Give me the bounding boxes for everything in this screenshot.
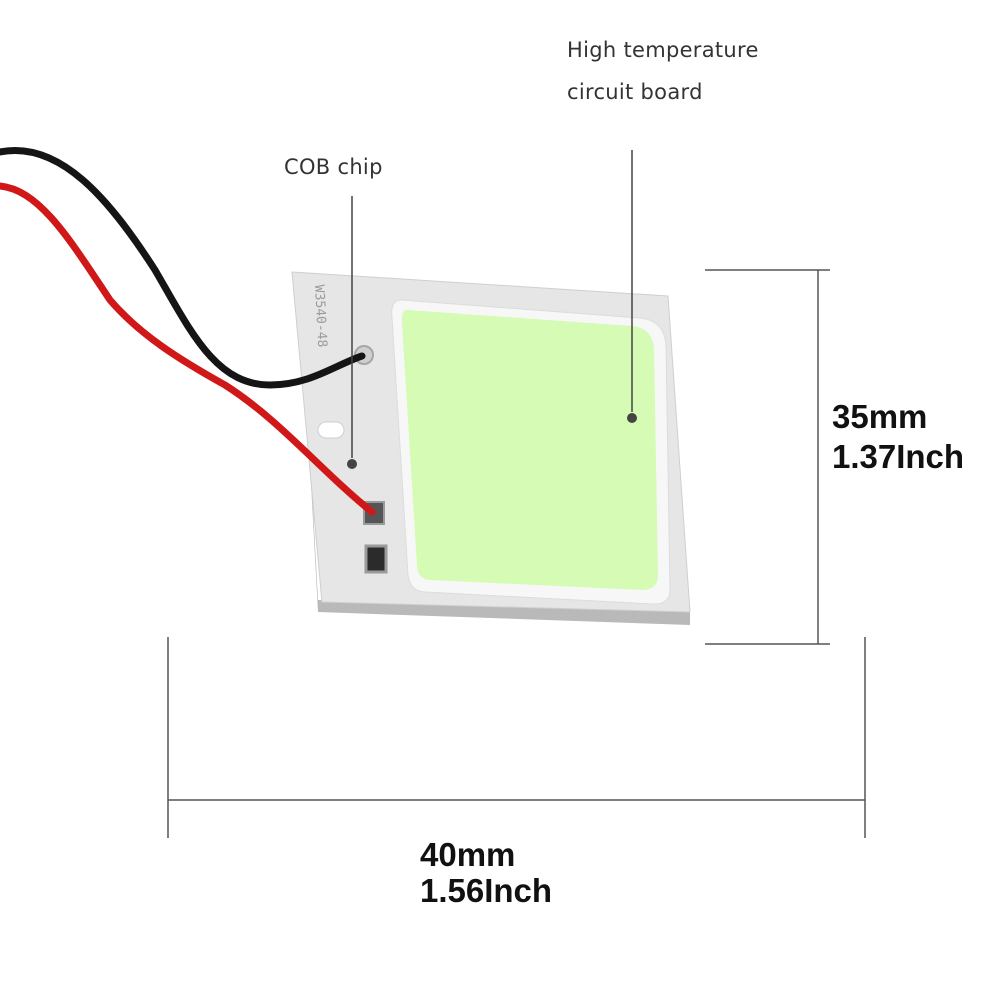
board-leader-dot (627, 413, 637, 423)
board-marking: W3540-48 (311, 284, 329, 347)
cob-chip-label: COB chip (284, 155, 383, 179)
circuit-board-label-line1: High temperature (567, 38, 759, 62)
circuit-board-label-line2: circuit board (567, 80, 703, 104)
red-wire (0, 182, 376, 516)
width-inch-label: 1.56Inch (420, 872, 553, 909)
black-wire (0, 147, 366, 389)
board-notch (317, 421, 345, 439)
led-panel (401, 309, 658, 590)
smd-resistor (364, 544, 388, 574)
cob-leader-dot (347, 459, 357, 469)
width-mm-label: 40mm (420, 836, 516, 873)
height-mm-label: 35mm (832, 398, 928, 435)
height-inch-label: 1.37Inch (832, 438, 965, 475)
